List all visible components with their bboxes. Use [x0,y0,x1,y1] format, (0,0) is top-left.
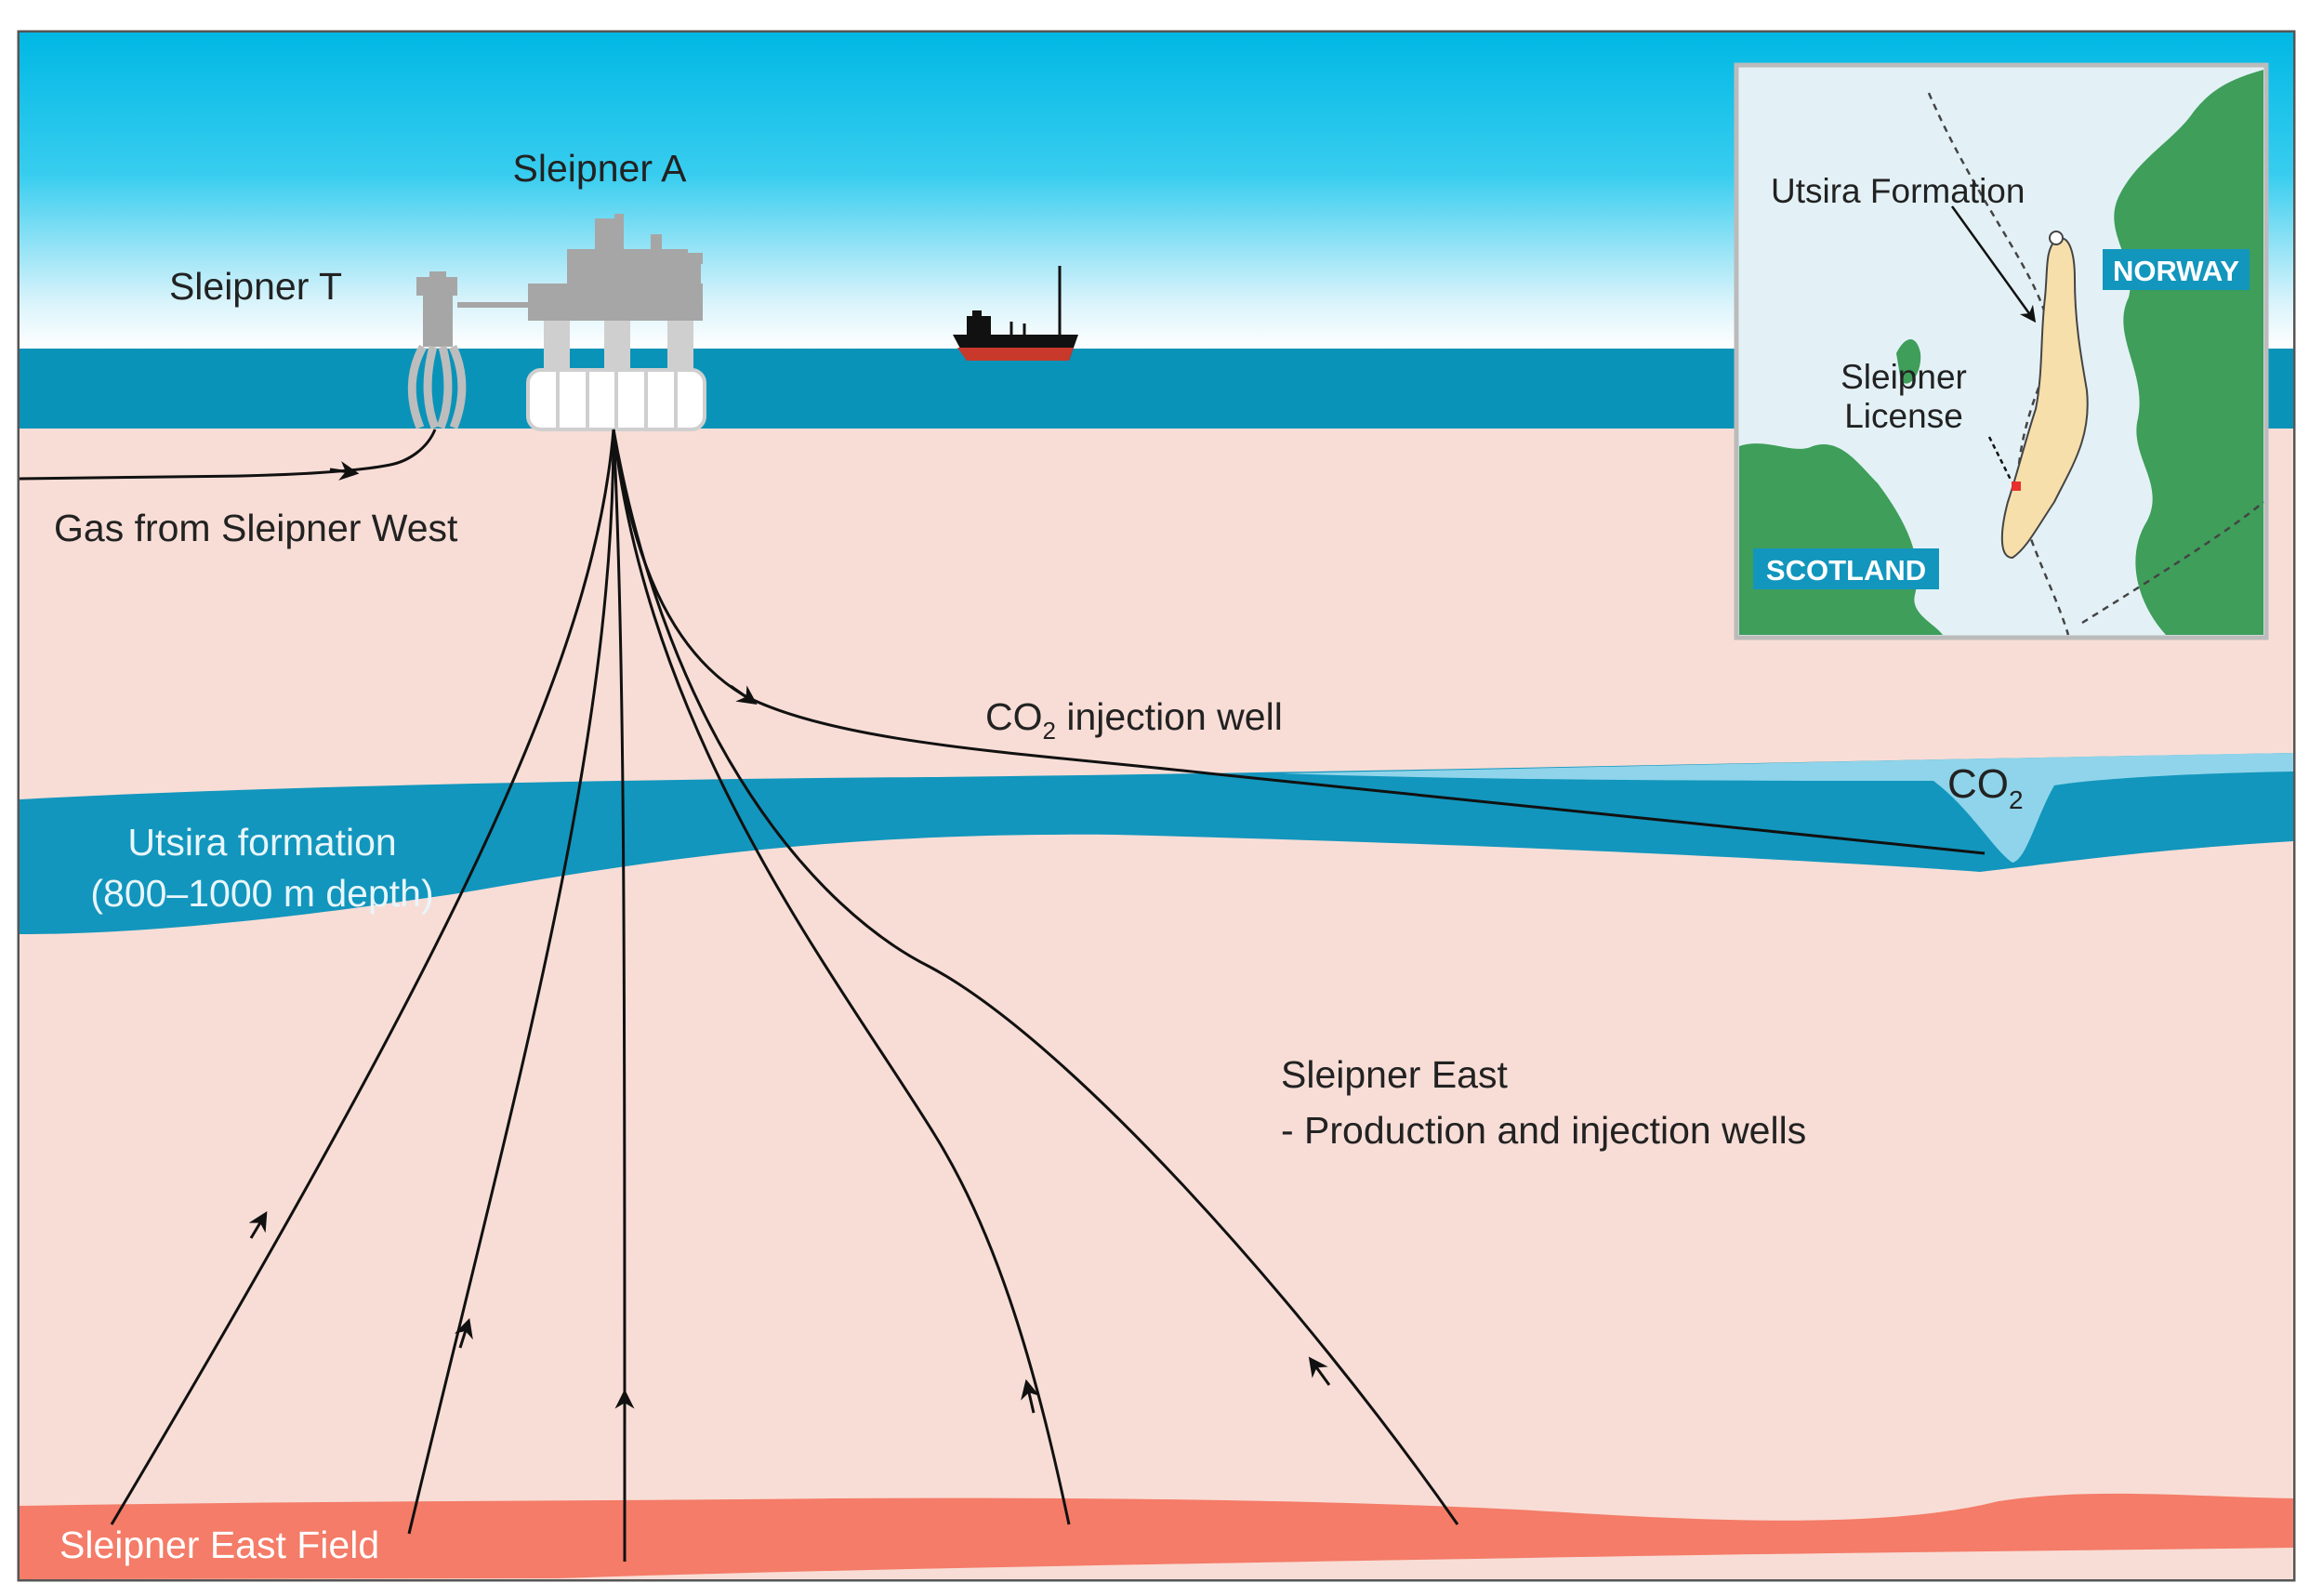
label-co2-injection-well: CO2 injection well [985,695,1283,745]
label-co2-plume-co: CO [1947,761,2009,807]
sleipner-east-field-layer [20,1493,2293,1579]
scotland-badge [1753,548,1939,589]
label-co2-injection-well-sub: 2 [1043,717,1056,745]
inset-label-sleipner: Sleipner [1841,358,1967,396]
utsira-formation-layer [20,753,2293,934]
label-gas-from-west: Gas from Sleipner West [54,507,458,549]
inset-label-norway: NORWAY [2113,255,2239,287]
median-line [1927,92,2070,636]
inset-label-scotland: SCOTLAND [1766,554,1926,587]
label-sleipner-a: Sleipner A [513,147,688,190]
sleipner-license-marker [2012,481,2021,491]
label-sleipner-t: Sleipner T [169,265,342,308]
label-sleipner-east: Sleipner East [1281,1053,1508,1096]
border-line [2081,501,2264,625]
norway-land [2114,70,2263,635]
inset-map: Utsira Formation Sleipner License NORWAY… [1734,62,2269,640]
well-4 [612,429,1071,1525]
norway-badge [2103,249,2250,290]
inset-label-utsira-formation: Utsira Formation [1771,172,2025,210]
label-co2-plume: CO2 [1947,761,2024,814]
well-5 [612,429,1459,1525]
inset-label-license: License [1844,397,1963,435]
label-production-injection-wells: - Production and injection wells [1281,1109,1806,1152]
co2-injection-well [612,429,1986,855]
sleipner-a-platform [526,214,706,431]
utsira-formation-marker [2049,231,2064,245]
shetland-land [1896,339,1921,384]
label-sleipner-east-field: Sleipner East Field [59,1523,379,1566]
ship-icon [953,266,1078,361]
well-3 [612,429,627,1563]
utsira-formation-pointer [1950,205,2037,323]
sleipner-t-platform [407,271,528,429]
label-utsira-depth: (800–1000 m depth) [90,872,433,915]
label-co2-injection-well-co: CO [985,695,1043,738]
gas-pipeline [19,429,437,481]
well-1 [110,429,615,1525]
co2-plume [1283,753,2293,863]
co2-injection-arrow [730,684,758,706]
label-co2-plume-sub: 2 [2009,785,2024,814]
label-utsira-formation: Utsira formation [127,821,396,864]
gas-pipeline-arrow [329,461,360,481]
label-co2-injection-well-rest: injection well [1056,695,1283,738]
production-wells [110,429,1459,1563]
well-arrows [248,1210,1331,1420]
utsira-formation-map-shape [2000,237,2089,560]
